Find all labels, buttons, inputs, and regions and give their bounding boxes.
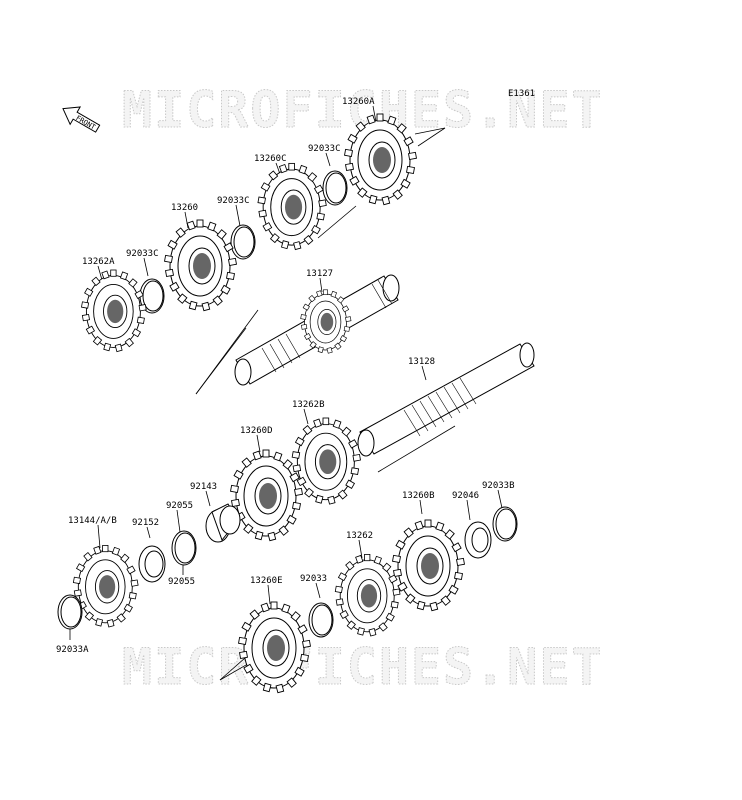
gear-13262: [334, 553, 401, 637]
shaft-13128: [357, 342, 535, 457]
sprocket-13144: [72, 544, 139, 628]
label-92033B: 92033B: [482, 481, 515, 491]
collar-92152: [138, 545, 166, 583]
part-labels: 13260A 92033C 13260C 92033C 13260 92033C…: [56, 97, 515, 655]
label-13262A: 13262A: [82, 257, 115, 267]
gear-13260: [164, 219, 237, 312]
label-13260D: 13260D: [240, 426, 273, 436]
ring-92033C-a: [322, 170, 348, 206]
ring-92055-a: [171, 530, 197, 566]
label-13262: 13262: [346, 531, 373, 541]
label-92055-a: 92055: [166, 501, 193, 511]
gear-13260B: [392, 519, 465, 612]
front-arrow-icon: FRONT: [62, 106, 101, 133]
label-92055-b: 92055: [168, 577, 195, 587]
label-92033C-a: 92033C: [308, 144, 341, 154]
label-13144: 13144/A/B: [68, 516, 117, 526]
ring-92033: [308, 602, 334, 638]
label-13260E: 13260E: [250, 576, 283, 586]
gear-13260D: [230, 449, 303, 542]
ring-92033B: [492, 506, 518, 542]
ring-92033A: [57, 594, 83, 630]
label-13128: 13128: [408, 357, 435, 367]
label-92046: 92046: [452, 491, 479, 501]
diagram-code: E1361: [508, 89, 535, 99]
label-92033C-b: 92033C: [217, 196, 250, 206]
label-92033C-c: 92033C: [126, 249, 159, 259]
label-92033A: 92033A: [56, 645, 89, 655]
label-13127: 13127: [306, 269, 333, 279]
gear-13262B: [291, 417, 361, 505]
label-13260: 13260: [171, 203, 198, 213]
label-13260B: 13260B: [402, 491, 435, 501]
shaft-13127: [234, 274, 400, 386]
label-13260C: 13260C: [254, 154, 287, 164]
watermark-top: MICROFICHES.NET: [122, 81, 604, 139]
bushing-92143: [205, 503, 241, 543]
label-13262B: 13262B: [292, 400, 325, 410]
gear-13262A: [81, 269, 147, 353]
needle-bearing-92046: [464, 521, 492, 559]
label-13260A: 13260A: [342, 97, 375, 107]
label-92152: 92152: [132, 518, 159, 528]
watermark-bottom: MICROFICHES.NET: [122, 638, 604, 696]
gear-13260C: [257, 162, 327, 251]
label-92033: 92033: [300, 574, 327, 584]
label-92143: 92143: [190, 482, 217, 492]
ring-92033C-b: [230, 224, 256, 260]
